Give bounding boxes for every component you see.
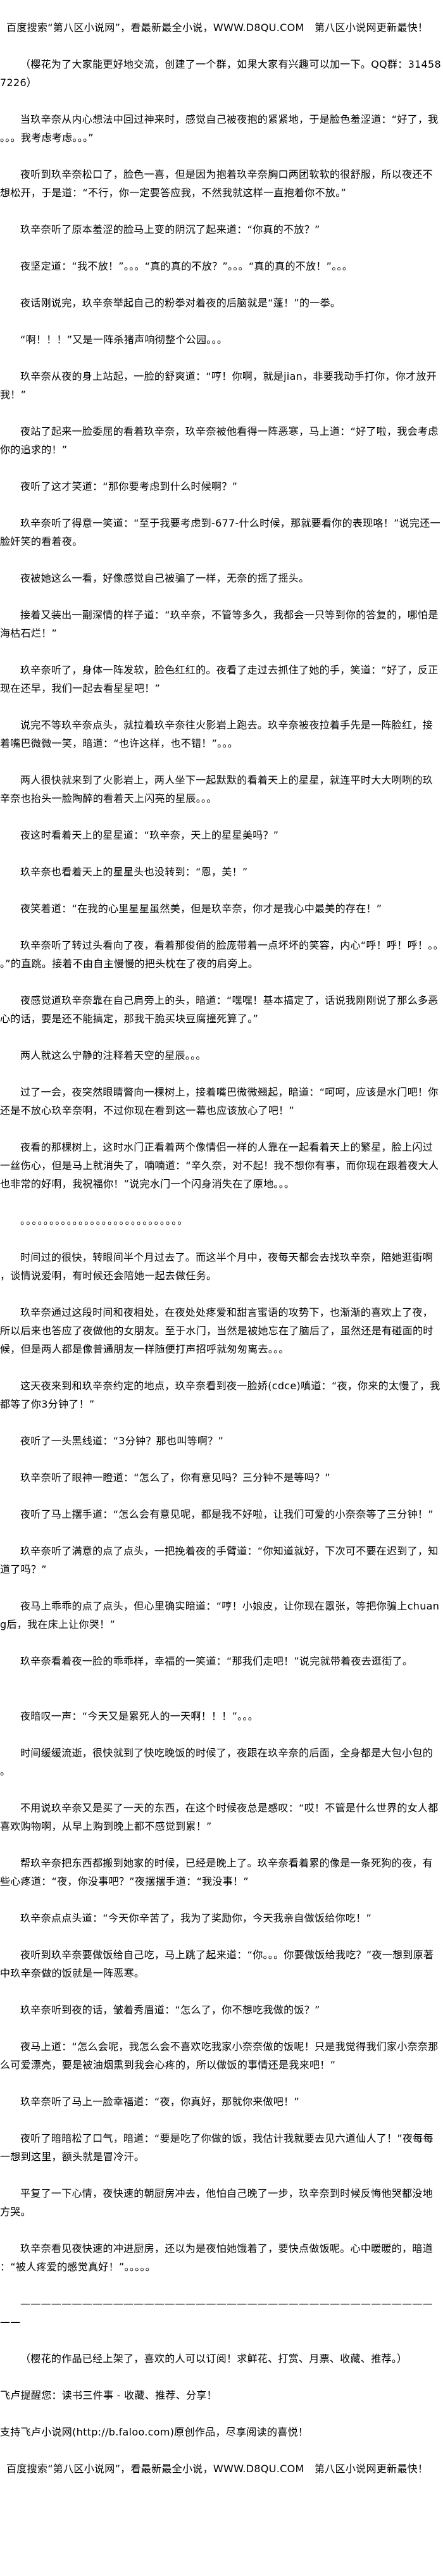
story-paragraph: 夜话刚说完，玖辛奈举起自己的粉拳对着夜的后脑就是“蓬！”的一拳。 <box>20 297 341 309</box>
story-part-1: 当玖辛奈从内心想法中回过神来时，感觉自己被夜抱的紧紧地，于是脸色羞涩道：“好了，… <box>0 110 443 1193</box>
separator-dashes: ————————————————————————————————————————… <box>0 2298 433 2328</box>
story-paragraph: 玖辛奈听了马上一脸幸福道：“夜，你真好，那就你来做吧！” <box>20 2096 299 2108</box>
story-paragraph: 平复了一下心情，夜快速的朝厨房冲去，他怕自己晚了一步，玖辛奈到时候反悔他哭都没地… <box>0 2187 434 2218</box>
story-paragraph: 夜听了暗暗松了口气，暗道：“要是吃了你做的饭，我估计我就要去见六道仙人了！”夜每… <box>0 2132 434 2163</box>
story-paragraph: 夜马上道：“怎么会呢，我怎么会不喜欢吃我家小奈奈做的饭呢！只是我觉得我们家小奈奈… <box>0 2041 439 2071</box>
story-paragraph: “啊！！！”又是一阵杀猪声响彻整个公园。。。 <box>20 334 228 346</box>
faloo-reminder: 飞卢提醒您：读书三件事 - 收藏、推荐、分享！ <box>0 2389 217 2401</box>
story-paragraph: 不用说玖辛奈又是买了一天的东西，在这个时候夜总是感叹：“哎！不管是什么世界的女人… <box>0 1802 439 1832</box>
story-paragraph: 夜笑着道：“在我的心里星星虽然美，但是玖辛奈，你才是我心中最美的存在！” <box>20 903 382 915</box>
story-paragraph: 说完不等玖辛奈点头，就拉着玖辛奈往火影岩上跑去。玖辛奈被夜拉着手先是一阵脸红，接… <box>0 719 434 749</box>
scene-break-dots: 。。。。。。。。。。。。。。。。。。。。。。。。。。。。 <box>20 1215 189 1227</box>
story-paragraph: 时间过的很快，转眼间半个月过去了。而这半个月中，夜每天都会去找玖辛奈，陪她逛街啊… <box>0 1251 434 1282</box>
chapter-content: 百度搜索“第八区小说网”，看最新最全小说，WWW.D8QU.COM 第八区小说网… <box>0 18 443 2478</box>
story-paragraph: 玖辛奈听了转过头看向了夜，看着那俊俏的脸庞带着一点坏坏的笑容，内心“呼！呼！呼！… <box>0 939 439 970</box>
story-paragraph: 夜听到玖辛奈松口了，脸色一喜，但是因为抱着玖辛奈胸口两团软软的很舒服，所以夜还不… <box>0 168 434 199</box>
faloo-support-link-text: 支持飞卢小说网(http://b.faloo.com)原创作品，尽享阅读的喜悦！ <box>0 2426 309 2438</box>
story-paragraph: 夜看的那棵树上，这时水门正看着两个像情侣一样的人靠在一起看着天上的繁星，脸上闪过… <box>0 1141 439 1190</box>
story-paragraph: 夜这时看着天上的星星道：“玖辛奈，天上的星星美吗？” <box>20 829 279 841</box>
story-paragraph: 两人就这么宁静的注释着天空的星辰。。。 <box>20 1049 206 1061</box>
story-paragraph: 玖辛奈听了，身体一阵发软，脸色红红的。夜看了走过去抓住了她的手，笑道：“好了，反… <box>0 664 439 694</box>
story-paragraph: 时间缓缓流逝，很快就到了快吃晚饭的时候了，夜跟在玖辛奈的后面，全身都是大包小包的… <box>0 1747 434 1777</box>
story-paragraph: 玖辛奈看着夜一脸的乖乖样，幸福的一笑道：“那我们走吧！”说完就带着夜去逛街了。 <box>20 1655 413 1667</box>
site-footer-notice: 百度搜索“第八区小说网”，看最新最全小说，WWW.D8QU.COM 第八区小说网… <box>6 2463 428 2475</box>
story-paragraph: 夜坚定道：“我不放！”。。。“真的真的不放？”。。。“真的真的不放！”。。。 <box>20 260 353 272</box>
story-paragraph: 帮玖辛奈把东西都搬到她家的时候，已经是晚上了。玖辛奈看着累的像是一条死狗的夜，有… <box>0 1857 434 1887</box>
story-paragraph: 夜被她这么一看，好像感觉自己被骗了一样，无奈的摇了摇头。 <box>20 572 309 584</box>
story-paragraph: 玖辛奈听了满意的点了点头，一把挽着夜的手臂道：“你知道就好，下次可不要在迟到了，… <box>0 1545 439 1575</box>
author-note: （樱花的作品已经上架了，喜欢的人可以订阅！求鲜花、打赏、月票、收藏、推荐。） <box>20 2353 408 2365</box>
story-paragraph: 夜马上乖乖的点了点头，但心里确实暗道：“哼！小娘皮，让你现在嚣张，等把你骗上ch… <box>0 1600 440 1630</box>
story-paragraph: 玖辛奈从夜的身上站起，一脸的舒爽道：“哼！你啊，就是jian，非要我动手打你，你… <box>0 370 437 401</box>
qq-group-notice: （樱花为了大家能更好地交流，创建了一个群，如果大家有兴趣可以加一下。QQ群：31… <box>0 58 441 89</box>
story-paragraph: 夜听了这才笑道：“那你要考虑到什么时候啊？” <box>20 480 238 492</box>
story-paragraph: 这天夜来到和玖辛奈约定的地点，玖辛奈看到夜一脸娇(cdce)嗔道：“夜，你来的太… <box>0 1380 440 1410</box>
story-paragraph: 玖辛奈点点头道：“今天你辛苦了，我为了奖励你，今天我亲自做饭给你吃！” <box>20 1912 372 1924</box>
story-paragraph: 玖辛奈通过这段时间和夜相处，在夜处处疼爱和甜言蜜语的攻势下，也渐渐的喜欢上了夜，… <box>0 1306 434 1355</box>
story-paragraph: 夜站了起来一脸委屈的看着玖辛奈，玖辛奈被他看得一阵恶寒，马上道：“好了啦，我会考… <box>0 425 439 456</box>
story-paragraph: 夜听到玖辛奈要做饭给自己吃，马上跳了起来道：“你。。。你要做饭给我吃？”夜一想到… <box>0 1949 434 1979</box>
story-paragraph: 玖辛奈看见夜快速的冲进厨房，还以为是夜怕她饿着了，要快点做饭呢。心中暖暖的，暗道… <box>0 2242 434 2273</box>
story-paragraph: 玖辛奈听了得意一笑道：“至于我要考虑到-677-什么时候，那就要看你的表现咯！”… <box>0 517 440 547</box>
story-paragraph: 玖辛奈听了原本羞涩的脸马上变的阴沉了起来道：“你真的不放？” <box>20 223 320 235</box>
story-paragraph: 夜听了马上摆手道：“怎么会有意见呢，都是我不好啦，让我们可爱的小奈奈等了三分钟！… <box>20 1508 434 1520</box>
story-paragraph: 当玖辛奈从内心想法中回过神来时，感觉自己被夜抱的紧紧地，于是脸色羞涩道：“好了，… <box>0 113 439 144</box>
story-paragraph: 夜感觉道玖辛奈靠在自己肩旁上的头，暗道：“嘿嘿！基本搞定了，话说我刚刚说了那么多… <box>0 994 439 1025</box>
story-paragraph: 玖辛奈也看着天上的星星头也没转到：“恩，美！” <box>20 866 248 878</box>
story-part-2: 时间过的很快，转眼间半个月过去了。而这半个月中，夜每天都会去找玖辛奈，陪她逛街啊… <box>0 1248 443 1670</box>
story-paragraph: 接着又装出一副深情的样子道：“玖辛奈，不管等多久，我都会一只等到你的答复的，哪怕… <box>0 609 439 639</box>
story-part-3: 夜暗叹一声：“今天又是累死人的一天啊！！！”。。。时间缓缓流逝，很快就到了快吃晚… <box>0 1707 443 2276</box>
story-paragraph: 夜暗叹一声：“今天又是累死人的一天啊！！！”。。。 <box>20 1710 259 1722</box>
story-paragraph: 过了一会，夜突然眼睛瞥向一棵树上，接着嘴巴微微翘起，暗道：“呵呵，应该是水门吧！… <box>0 1086 439 1116</box>
story-paragraph: 夜听了一头黑线道：“3分钟？那也叫等啊？” <box>20 1435 224 1447</box>
site-header-notice: 百度搜索“第八区小说网”，看最新最全小说，WWW.D8QU.COM 第八区小说网… <box>6 22 428 34</box>
story-paragraph: 两人很快就来到了火影岩上，两人坐下一起默默的看着天上的星星，就连平时大大咧咧的玖… <box>0 774 434 804</box>
story-paragraph: 玖辛奈听到夜的话，皱着秀眉道：“怎么了，你不想吃我做的饭？” <box>20 2004 320 2016</box>
story-paragraph: 玖辛奈听了眼神一瞪道：“怎么了，你有意见吗？三分钟不是等吗？” <box>20 1472 330 1484</box>
